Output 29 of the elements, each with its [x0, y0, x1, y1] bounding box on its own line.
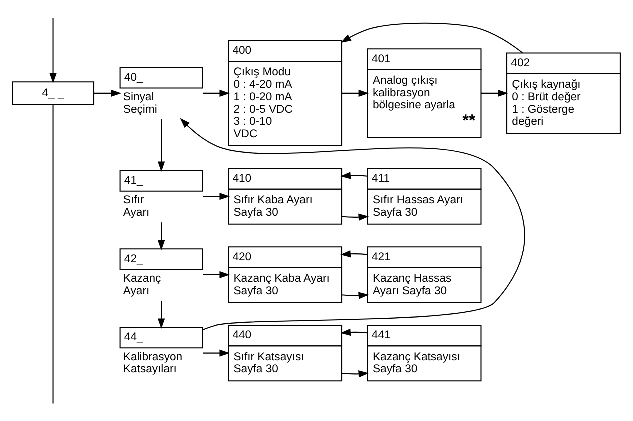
arrow	[203, 89, 230, 97]
arrow	[342, 292, 370, 299]
node-label: Kalibrasyon Katsayıları	[123, 350, 183, 376]
node-box: 44_	[120, 326, 204, 348]
node-label: Sıfır Ayarı	[123, 194, 150, 218]
arrow	[342, 370, 370, 378]
arrow	[158, 118, 166, 172]
arrow	[342, 213, 370, 220]
arrow	[180, 118, 526, 330]
node-box: 40_	[120, 66, 204, 88]
arrow	[158, 300, 166, 329]
arrow	[481, 89, 508, 97]
arrow	[50, 18, 57, 84]
node-box: 42_	[120, 248, 204, 270]
arrow	[94, 89, 122, 97]
arrow	[342, 89, 370, 97]
arrow	[340, 328, 368, 336]
arrow	[340, 172, 368, 179]
arrow	[340, 250, 368, 258]
node-label: Kazanç Ayarı	[123, 272, 162, 297]
arrow	[158, 222, 166, 250]
connector	[52, 104, 54, 404]
arrow	[203, 349, 230, 356]
arrow	[341, 22, 524, 53]
node-box: 41_	[120, 170, 204, 192]
arrow	[203, 192, 230, 200]
arrow	[203, 270, 230, 278]
node-box: 4_ _	[12, 81, 95, 105]
node-label: Sinyal Seçimi	[123, 90, 158, 116]
